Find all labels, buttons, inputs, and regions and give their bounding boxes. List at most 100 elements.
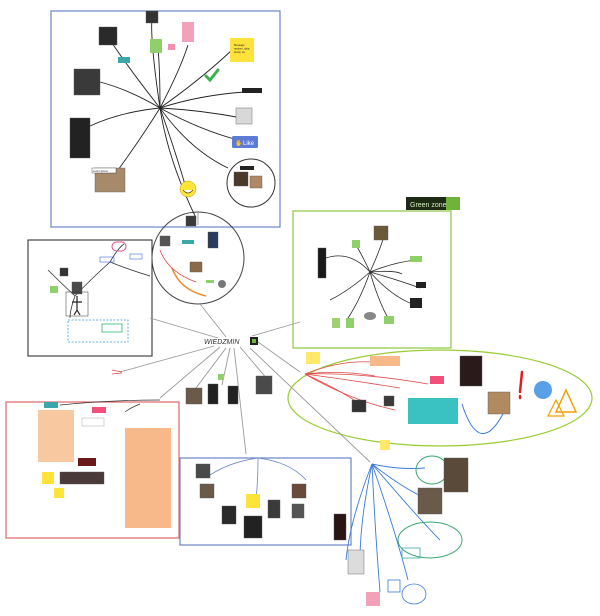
lime-blue-circle[interactable] (534, 381, 552, 399)
lower-card-green[interactable] (218, 374, 224, 380)
red-orange-tall[interactable] (125, 428, 171, 528)
lime-photo-2[interactable] (383, 395, 395, 407)
lime-dark-poster[interactable] (459, 355, 483, 387)
middle-label-teal (182, 240, 194, 244)
bb-photo-3[interactable] (221, 505, 237, 525)
edge-to-left-arrow (119, 345, 215, 373)
top-pink-note[interactable] (182, 22, 194, 42)
top-label-dark (242, 88, 262, 93)
bb-photo-2[interactable] (199, 483, 215, 499)
top-photo-4[interactable] (69, 117, 91, 159)
bottom-right-content (347, 440, 469, 606)
left-cluster-edges (47, 243, 151, 319)
middle-photo-1[interactable] (185, 215, 197, 227)
middle-photo-2[interactable] (207, 231, 219, 249)
lime-yellow-note[interactable] (306, 352, 320, 364)
top-cluster-frame (50, 10, 281, 228)
top-circle-label (240, 166, 254, 170)
middle-small-avatar[interactable] (218, 280, 226, 288)
left-photo-1[interactable] (59, 267, 69, 277)
lime-photo-1[interactable] (351, 399, 367, 413)
br-teal-card[interactable] (401, 547, 421, 559)
left-figure (72, 296, 82, 316)
red-yellow-sticky-2[interactable] (54, 488, 64, 498)
bb-photo-5[interactable] (267, 499, 281, 519)
green-cluster-edges (325, 235, 421, 319)
green-oval-node[interactable] (364, 312, 376, 320)
middle-photo-3[interactable] (159, 235, 171, 247)
br-photo-2[interactable] (417, 487, 443, 515)
br-oval-1[interactable] (415, 455, 449, 485)
lime-pink-tag[interactable] (430, 376, 444, 384)
green-zone-title-card[interactable]: Green zone (406, 197, 460, 210)
green-card-1[interactable] (352, 240, 360, 248)
br-yellow-note[interactable] (380, 440, 390, 450)
red-orange-list[interactable] (38, 410, 74, 462)
top-photo-1[interactable] (98, 26, 118, 46)
bb-dark-poster[interactable] (333, 513, 347, 541)
like-badge[interactable]: Like ✋ (232, 136, 258, 148)
green-card-3[interactable] (416, 282, 426, 288)
br-photo-3[interactable] (347, 549, 365, 575)
bb-photo-1[interactable] (195, 463, 211, 479)
left-blue-flow[interactable] (67, 319, 129, 343)
green-card-7[interactable] (384, 316, 394, 324)
green-photo-1[interactable] (373, 225, 389, 241)
bb-photo-6[interactable] (291, 483, 307, 499)
central-connections (119, 212, 371, 463)
middle-green-tag (206, 280, 214, 283)
left-cluster-content: · (32, 241, 143, 353)
top-pink-note-small[interactable] (168, 44, 175, 50)
lime-orange-card[interactable] (370, 356, 400, 366)
br-oval-2[interactable] (397, 521, 463, 559)
lime-teal-card[interactable] (408, 398, 458, 424)
top-photo-2[interactable] (145, 10, 159, 24)
top-photo-6[interactable] (235, 107, 253, 125)
left-card-green[interactable] (50, 286, 58, 293)
red-photo-row[interactable] (59, 471, 105, 485)
green-card-2[interactable] (410, 256, 422, 262)
middle-photo-4[interactable] (189, 261, 203, 273)
br-oval-3[interactable] (401, 583, 427, 605)
red-dark-card[interactable] (78, 458, 96, 466)
green-card-4[interactable] (410, 298, 422, 308)
top-photo-3[interactable] (73, 68, 101, 96)
check-icon (204, 68, 220, 83)
top-yellow-sticky[interactable]: Message.random, data,lovely, ok. (230, 38, 254, 62)
br-pink-card[interactable] (366, 592, 380, 606)
edge-to-left-frame (149, 317, 219, 339)
left-green-node[interactable] (101, 323, 123, 333)
bb-photo-7[interactable] (291, 503, 305, 519)
red-note-small[interactable] (81, 417, 105, 427)
left-figure-frame[interactable] (65, 291, 89, 317)
middle-red-curve (159, 249, 197, 283)
edge-to-lime-oval (257, 341, 301, 373)
green-photo-2[interactable] (317, 247, 327, 279)
left-oval-pink[interactable] (111, 241, 127, 252)
lime-oval-content (306, 352, 578, 424)
lower-photo-4[interactable] (255, 375, 273, 395)
left-photo-2[interactable] (71, 281, 83, 295)
center-node[interactable]: WIEDZMIN (204, 337, 258, 346)
center-title: WIEDZMIN (204, 339, 240, 346)
red-yellow-sticky[interactable] (42, 472, 54, 484)
green-cluster-content: Green zone (317, 197, 460, 328)
br-photo-1[interactable] (443, 457, 469, 493)
left-arrow-head (111, 369, 123, 375)
top-green-card[interactable] (150, 39, 162, 53)
top-circle-photo-1[interactable] (233, 171, 249, 187)
top-caption-card (91, 167, 117, 174)
bb-photo-4[interactable] (243, 515, 263, 539)
lime-photo-3[interactable] (487, 391, 511, 415)
lower-photo-3[interactable] (227, 385, 239, 405)
green-card-5[interactable] (332, 318, 340, 328)
lower-photo-1[interactable] (185, 387, 203, 405)
br-blue-card[interactable] (387, 579, 401, 593)
lower-photo-2[interactable] (207, 383, 219, 405)
green-card-6[interactable] (346, 318, 354, 328)
red-cluster-content (38, 402, 171, 528)
top-cluster-content: Message.random, data,lovely, ok. Like ✋ … (69, 10, 276, 208)
green-zone-title: Green zone (410, 202, 447, 209)
bb-yellow-sticky[interactable] (246, 494, 260, 508)
top-circle-photo-2[interactable] (249, 175, 263, 189)
